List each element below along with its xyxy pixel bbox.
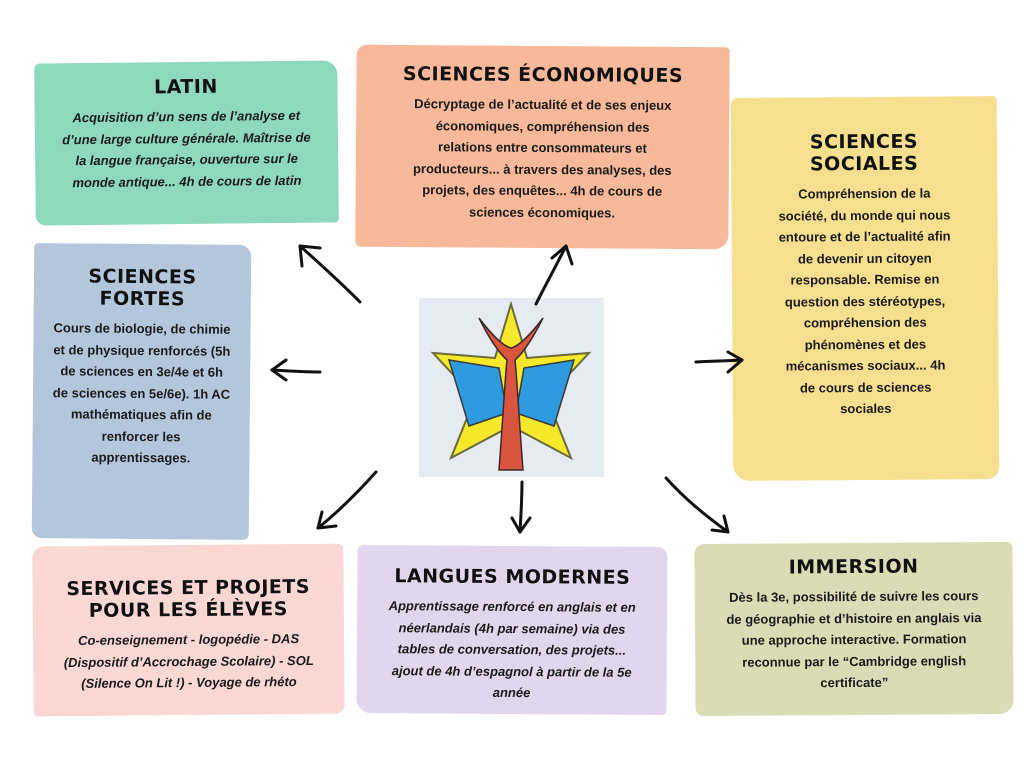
arrow-to-sciences-economiques [534,244,574,306]
card-immersion: IMMERSION Dès la 3e, possibilité de suiv… [694,541,1014,717]
emblem-blue-right [515,359,576,427]
card-langues-modernes: LANGUES MODERNES Apprentissage renforcé … [356,544,668,716]
card-sciences-fortes: SCIENCES FORTES Cours de biologie, de ch… [31,243,252,540]
card-title-sciences-fortes-line2: FORTES [99,287,186,311]
card-services: SERVICES ET PROJETS POUR LES ÉLÈVES Co-e… [32,543,345,717]
card-title-services-line2: POUR LES ÉLÈVES [88,598,288,622]
card-body-sciences-fortes: Cours de biologie, de chimie et de physi… [52,320,231,466]
emblem-red-figure [478,317,544,471]
card-title-latin: LATIN [153,75,218,99]
card-body-immersion: Dès la 3e, possibilité de suivre les cou… [726,588,982,691]
arrow-to-services [316,470,378,530]
card-body-services: Co-enseignement - logopédie - DAS (Dispo… [63,631,314,691]
card-body-sciences-economiques: Décryptage de l’actualité et de ses enje… [412,96,672,221]
card-title-sciences-fortes-line1: SCIENCES [88,265,197,289]
card-title-sciences-economiques: SCIENCES ÉCONOMIQUES [402,63,684,87]
card-latin: LATIN Acquisition d’un sens de l’analyse… [34,60,339,226]
arrow-to-immersion [664,476,730,534]
card-title-sciences-sociales-line1: SCIENCES [809,130,919,154]
arrow-to-sciences-fortes [270,358,322,382]
card-title-services-line1: SERVICES ET PROJETS [66,575,311,601]
card-title-langues-modernes: LANGUES MODERNES [394,565,631,589]
arrow-to-langues-modernes [510,480,532,534]
card-sciences-economiques: SCIENCES ÉCONOMIQUES Décryptage de l’act… [355,44,730,250]
card-title-sciences-sociales-line2: SOCIALES [809,152,919,176]
star-cross-emblem-icon [430,300,592,471]
card-body-latin: Acquisition d’un sens de l’analyse et d’… [62,107,311,190]
center-logo [419,298,604,477]
card-title-immersion: IMMERSION [788,555,919,579]
emblem-blue-left [447,359,508,427]
card-body-sciences-sociales: Compréhension de la société, du monde qu… [778,185,951,417]
card-sciences-sociales: SCIENCES SOCIALES Compréhension de la so… [730,96,1000,481]
card-body-langues-modernes: Apprentissage renforcé en anglais et en … [388,598,636,701]
arrow-to-latin [298,244,362,304]
